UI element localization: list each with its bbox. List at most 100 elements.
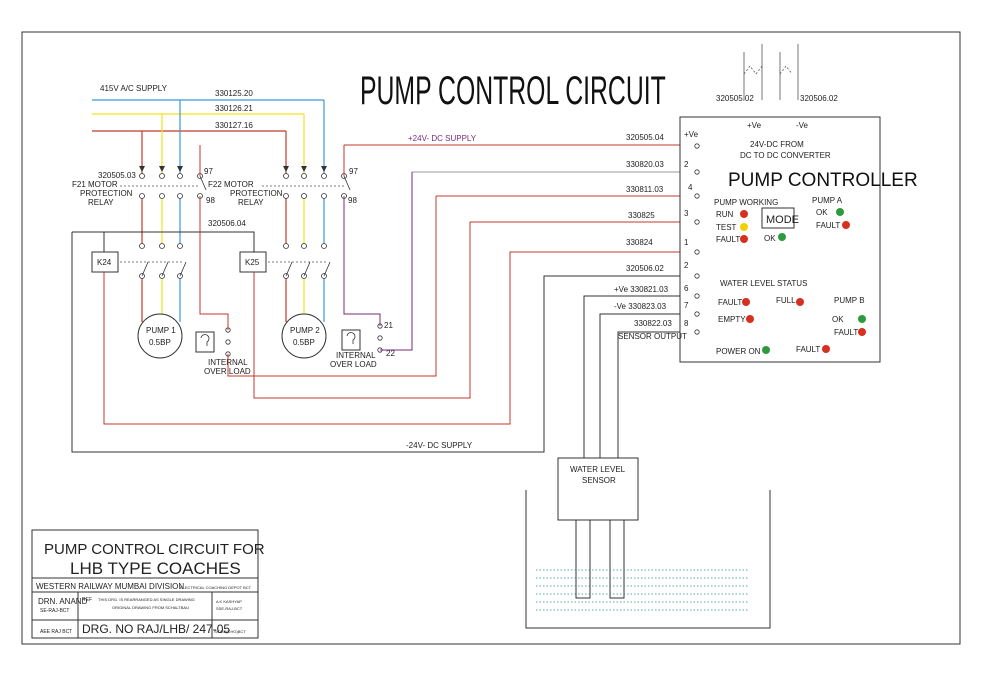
- converter-switch: [743, 44, 799, 100]
- tb-drawn-sub: SE-RAJ-BCT: [40, 608, 69, 614]
- aux-98-b: 98: [348, 196, 357, 205]
- converter-line1: 24V-DC FROM: [750, 140, 804, 149]
- pump-a-ok-led: [836, 208, 844, 216]
- f21-sub2: RELAY: [88, 198, 114, 207]
- wl-fault-label: FAULT: [718, 298, 742, 307]
- overload-1-box: [195, 331, 215, 353]
- sensor-probe-right: [609, 519, 625, 599]
- k25-coil: [239, 251, 267, 273]
- converter-line2: DC TO DC CONVERTER: [740, 151, 831, 160]
- f21-wire-label: 320505.03: [98, 171, 136, 180]
- water-tank: [525, 490, 771, 629]
- pump-b-fault-label: FAULT: [834, 328, 858, 337]
- contactor-blades: [141, 175, 351, 277]
- water-surface: [536, 569, 748, 611]
- term-8-pin: 7: [684, 301, 689, 310]
- aux-97-a: 97: [204, 167, 213, 176]
- overload-2-line2: OVER LOAD: [330, 360, 377, 369]
- sensor-feed-wires: [583, 295, 680, 458]
- overload-1-line2: OVER LOAD: [204, 367, 251, 376]
- converter-pos: +Ve: [747, 121, 762, 130]
- water-level-sensor: [557, 457, 639, 521]
- tb-note2: ORIGINAL DRAWING FROM SCHALTBAU: [112, 605, 189, 610]
- k24-label: K24: [97, 258, 112, 267]
- tb-checked-sub: SSE-RAJ-BCT: [216, 606, 243, 611]
- f21-sub1: PROTECTION: [80, 189, 133, 198]
- pump-b-ok-label: OK: [832, 315, 844, 324]
- mode-button[interactable]: [761, 207, 795, 229]
- term-4-pin: 3: [684, 209, 689, 218]
- term-4-wire: 330825: [628, 211, 655, 220]
- tb-division-sub: ELECTRICAL COACHING DEPOT BCT: [180, 585, 252, 590]
- mode-ok-led: [778, 233, 786, 241]
- f21-label: F21 MOTOR: [72, 180, 118, 189]
- test-led: [740, 223, 748, 231]
- pump-2-phase-wires: [285, 100, 325, 322]
- pump-1-phase-wires: [141, 100, 181, 322]
- term-8-wire: -Ve 330823.03: [614, 302, 667, 311]
- pump-1-motor: [137, 313, 183, 359]
- pump-b-ok-led: [858, 315, 866, 323]
- term-9-pin: 8: [684, 319, 689, 328]
- controller-signal-wires: [71, 171, 680, 453]
- phase-arrowheads: [139, 166, 327, 172]
- overload-2-line1: INTERNAL: [336, 351, 376, 360]
- sensor-output-label: SENSOR OUTPUT: [618, 332, 687, 341]
- aux-97-b: 97: [349, 167, 358, 176]
- term-3-wire: 330811.03: [626, 185, 664, 194]
- power-on-led: [762, 346, 770, 354]
- tb-title2: LHB TYPE COACHES: [70, 559, 241, 578]
- tb-drg-no: DRG. NO RAJ/LHB/ 247-05: [82, 622, 230, 636]
- dc-top-label: +24V- DC SUPPLY: [408, 134, 477, 143]
- tb-note1: THIS DRG. IS REARRANGED AS SINGLE DRAWIN…: [98, 597, 195, 602]
- k24-wire-label: 320506.04: [208, 219, 246, 228]
- term-9-wire: 330822.03: [634, 319, 672, 328]
- controller-title: PUMP CONTROLLER: [728, 170, 918, 191]
- power-on-label: POWER ON: [716, 347, 761, 356]
- pump-a-fault-label: FAULT: [816, 221, 840, 230]
- tb-title1: PUMP CONTROL CIRCUIT FOR: [44, 541, 265, 558]
- fault-led: [740, 235, 748, 243]
- term-5-pin: 1: [684, 238, 689, 247]
- tb-note-tag: REF: [82, 597, 92, 603]
- converter-wire-right: 320506.02: [800, 94, 838, 103]
- pump-2-motor: [281, 313, 327, 359]
- terminal-21: 21: [384, 321, 393, 330]
- pump-b-label: PUMP B: [834, 296, 865, 305]
- wl-fault-led: [742, 298, 750, 306]
- water-status-label: WATER LEVEL STATUS: [720, 279, 807, 288]
- overload-2-box: [341, 329, 361, 351]
- term-6-wire: 320506.02: [626, 264, 664, 273]
- wl-full-label: FULL: [776, 296, 796, 305]
- wl-empty-label: EMPTY: [718, 315, 746, 324]
- k25-label: K25: [245, 258, 260, 267]
- pump-a-fault-led: [842, 221, 850, 229]
- k24-coil: [91, 251, 119, 273]
- relay-contacts: [139, 173, 347, 279]
- page-title: PUMP CONTROL CIRCUIT: [360, 69, 666, 113]
- term-1-wire: 320505.04: [626, 133, 664, 142]
- term-2-pin: 2: [684, 160, 689, 169]
- ac-supply-lines: [92, 99, 324, 132]
- term-7-pin: 6: [684, 284, 689, 293]
- phase-2-label: 330126.21: [215, 104, 253, 113]
- phase-1-label: 330125.20: [215, 89, 253, 98]
- tb-division: WESTERN RAILWAY MUMBAI DIVISION: [36, 582, 184, 591]
- f22-label: F22 MOTOR: [208, 180, 254, 189]
- terminal-22: 22: [386, 349, 395, 358]
- terminal-circles: [694, 143, 700, 335]
- f22-sub1: PROTECTION: [230, 189, 283, 198]
- run-led: [740, 210, 748, 218]
- tb-approver: AEE RAJ BCT: [40, 629, 72, 635]
- tb-checked: A K KASHYAP: [216, 599, 242, 604]
- pump-a-ok-label: OK: [816, 208, 828, 217]
- fault-label: FAULT: [716, 235, 740, 244]
- title-block: [31, 529, 259, 639]
- wl-full-led: [796, 298, 804, 306]
- mode-label: MODE: [766, 214, 799, 226]
- sensor-probe-left: [575, 519, 591, 599]
- run-label: RUN: [716, 210, 734, 219]
- term-2-wire: 330820.03: [626, 160, 664, 169]
- pump-1-rating: 0.5BP: [149, 338, 171, 347]
